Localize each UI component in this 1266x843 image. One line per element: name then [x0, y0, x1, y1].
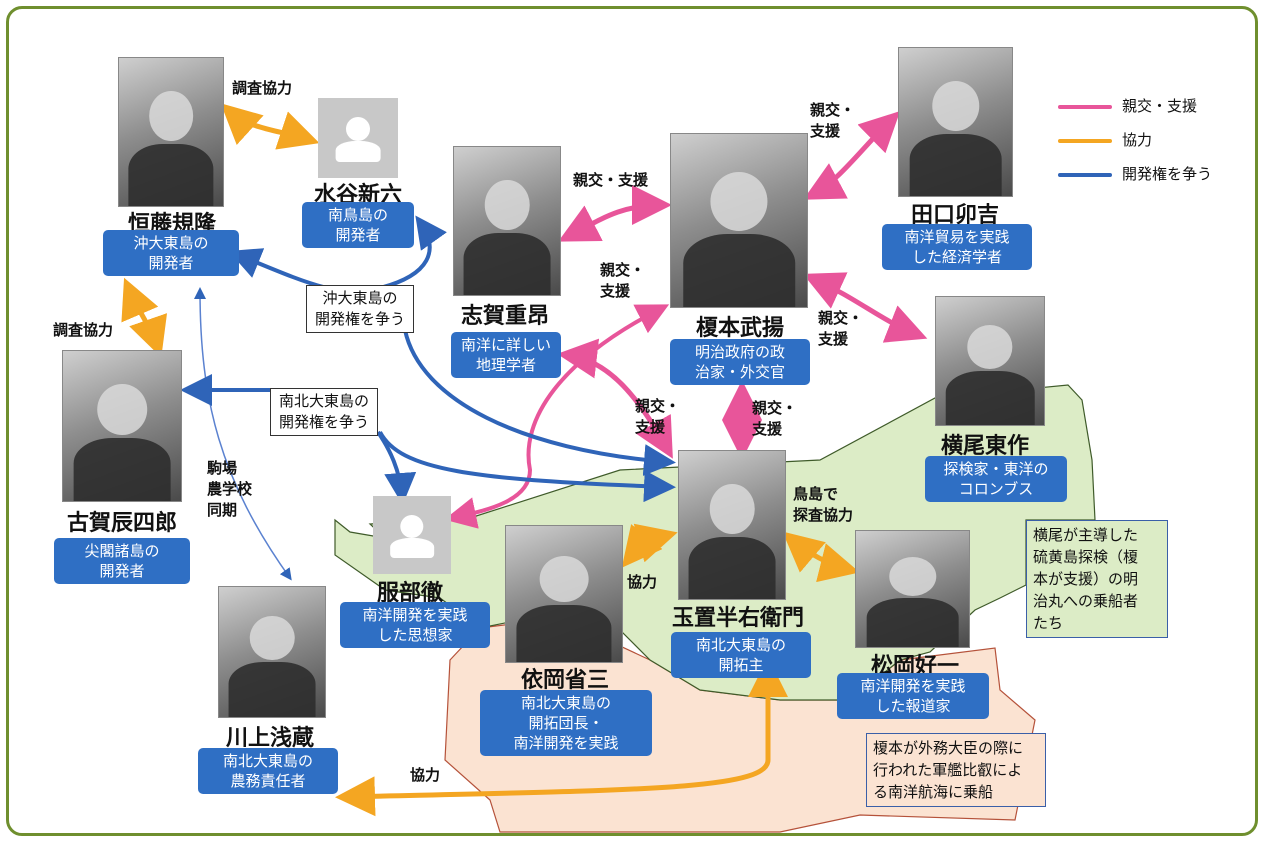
portrait-kawakami	[218, 586, 326, 718]
legend-label: 開発権を争う	[1122, 165, 1213, 183]
note-iwojima-expedition: 横尾が主導した 硫黄島探検（榎 本が支援）の明 治丸への乗船者 たち	[1026, 520, 1168, 638]
portrait-shiga	[453, 146, 561, 296]
label-survey-goto-mizutani: 調査協力	[232, 79, 293, 97]
role-hattori: 南洋開発を実践 した思想家	[340, 602, 490, 648]
role-shiga: 南洋に詳しい 地理学者	[451, 332, 561, 378]
label-shinko-shiga-enomoto: 親交・支援	[573, 171, 649, 189]
label-survey-goto-koga: 調査協力	[53, 321, 114, 339]
legend-item-kyoryoku: 協力	[1058, 129, 1152, 150]
portrait-yoriaka	[505, 525, 623, 663]
name-yoriaka: 依岡省三	[520, 667, 610, 693]
legend-swatch-pink	[1058, 104, 1112, 109]
portrait-matsuoka	[855, 530, 970, 648]
legend-swatch-orange	[1058, 138, 1112, 143]
legend-swatch-blue	[1058, 172, 1112, 177]
legend-item-shinko: 親交・支援	[1058, 95, 1197, 116]
portrait-goto	[118, 57, 224, 207]
label-komaba: 駒場 農学校 同期	[207, 459, 253, 519]
name-enomoto: 榎本武揚	[695, 315, 785, 341]
portrait-tamaoki	[678, 450, 786, 600]
portrait-yokoo	[935, 296, 1045, 426]
portrait-placeholder-mizutani	[318, 98, 398, 178]
label-shinko-enomoto-tamaoki: 親交・ 支援	[752, 399, 798, 438]
portrait-placeholder-hattori	[373, 496, 451, 574]
label-shinko-enomoto-yokoo: 親交・ 支援	[818, 309, 864, 348]
role-mizutani: 南鳥島の 開発者	[302, 202, 414, 248]
role-koga: 尖閣諸島の 開発者	[54, 538, 190, 584]
role-enomoto: 明治政府の政 治家・外交官	[670, 339, 810, 385]
role-tamaoki: 南北大東島の 開拓主	[671, 632, 811, 678]
name-koga: 古賀辰四郎	[66, 510, 178, 536]
note-hiei-voyage: 榎本が外務大臣の際に 行われた軍艦比叡によ る南洋航海に乗船	[866, 733, 1046, 807]
label-kyoryoku-kawakami: 協力	[410, 766, 441, 784]
role-matsuoka: 南洋開発を実践 した報道家	[837, 673, 989, 719]
portrait-taguchi	[898, 47, 1013, 197]
legend-item-dispute: 開発権を争う	[1058, 163, 1212, 184]
label-shinko-shiga-tamaoki: 親交・ 支援	[635, 397, 681, 436]
name-yokoo: 横尾東作	[940, 433, 1030, 459]
legend-label: 親交・支援	[1122, 97, 1198, 115]
name-hattori: 服部徹	[376, 580, 444, 606]
portrait-enomoto	[670, 133, 808, 308]
label-oki-dispute: 沖大東島の 開発権を争う	[306, 285, 415, 333]
role-goto: 沖大東島の 開発者	[103, 230, 239, 276]
label-shinko-enomoto-hattori: 親交・ 支援	[600, 261, 646, 300]
role-yokoo: 探検家・東洋の コロンブス	[925, 456, 1067, 502]
role-kawakami: 南北大東島の 農務責任者	[198, 748, 338, 794]
legend-label: 協力	[1122, 131, 1153, 149]
label-kyoryoku-yoriaka: 協力	[627, 573, 658, 591]
name-tamaoki: 玉置半右衛門	[671, 605, 805, 631]
label-shinko-enomoto-taguchi: 親交・ 支援	[810, 101, 856, 140]
name-kawakami: 川上浅蔵	[225, 725, 315, 751]
name-shiga: 志賀重昂	[460, 303, 550, 329]
role-yoriaka: 南北大東島の 開拓団長・ 南洋開発を実践	[480, 690, 652, 756]
label-nanboku-dispute: 南北大東島の 開発権を争う	[270, 388, 379, 436]
portrait-koga	[62, 350, 182, 502]
role-taguchi: 南洋貿易を実践 した経済学者	[882, 224, 1032, 270]
label-torishima: 鳥島で 探査協力	[793, 485, 854, 524]
name-taguchi: 田口卯吉	[910, 202, 1000, 228]
